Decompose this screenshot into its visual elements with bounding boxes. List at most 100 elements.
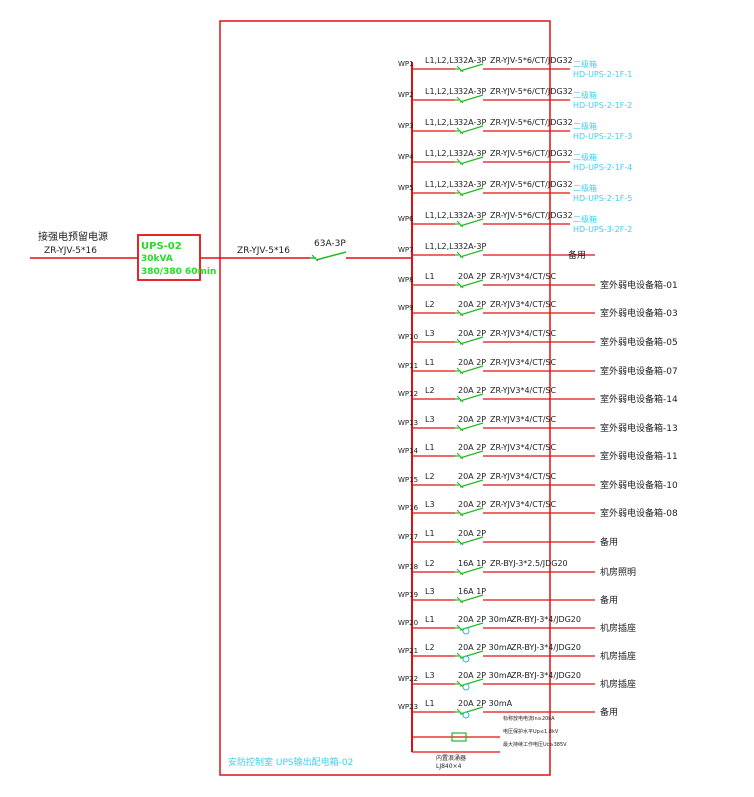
circuit-cable: ZR-YJV-5*6/CT/JDG32	[490, 180, 573, 189]
circuit-cable: ZR-YJV3*4/CT/SC	[490, 358, 556, 367]
circuit-dest: 机房照明	[600, 566, 636, 578]
circuit-id: WP6	[398, 215, 414, 223]
breaker-symbol	[455, 365, 484, 375]
breaker-symbol	[455, 507, 484, 517]
circuit-cable: ZR-YJV3*4/CT/SC	[490, 472, 556, 481]
circuit-dest-type: 二级箱	[573, 90, 597, 100]
circuit-phase: L1,L2,L3	[425, 180, 459, 189]
circuit-breaker-rating: 20A 2P 30mA	[458, 671, 513, 680]
circuit-id: WP4	[398, 153, 414, 161]
circuit-phase: L1,L2,L3	[425, 149, 459, 158]
circuit-breaker-rating: 32A-3P	[458, 87, 486, 96]
circuit-breaker-rating: 20A 2P	[458, 443, 486, 452]
circuit-breaker-rating: 20A 2P	[458, 500, 486, 509]
circuit-id: WP17	[398, 533, 418, 541]
circuit-id: WP21	[398, 647, 418, 655]
circuit-breaker-rating: 20A 2P	[458, 272, 486, 281]
circuit-phase: L3	[425, 415, 435, 424]
circuit-phase: L1	[425, 358, 435, 367]
main-feeder-cable: ZR-YJV-5*16	[237, 246, 290, 256]
circuit-dest-type: 二级箱	[573, 183, 597, 193]
circuit-id: WP5	[398, 184, 414, 192]
breaker-symbol	[455, 536, 484, 546]
breaker-symbol	[455, 94, 484, 104]
circuit-breaker-rating: 16A 1P	[458, 587, 486, 596]
breaker-symbol	[455, 249, 484, 259]
circuit-id: WP2	[398, 91, 414, 99]
circuit-cable: ZR-YJV-5*6/CT/JDG32	[490, 56, 573, 65]
circuit-id: WP18	[398, 563, 418, 571]
circuit-dest: 机房插座	[600, 650, 636, 662]
circuit-phase: L2	[425, 386, 435, 395]
circuit-cable: ZR-YJV-5*6/CT/JDG32	[490, 87, 573, 96]
breaker-symbol	[455, 307, 484, 317]
circuit-cable: ZR-YJV3*4/CT/SC	[490, 300, 556, 309]
breaker-symbol	[455, 566, 484, 576]
circuit-phase: L1,L2,L3	[425, 56, 459, 65]
breaker-symbol	[455, 63, 484, 73]
circuit-phase: L1,L2,L3	[425, 211, 459, 220]
circuit-dest: 备用	[568, 249, 586, 261]
circuit-breaker-rating: 32A-3P	[458, 180, 486, 189]
circuit-id: WP23	[398, 703, 418, 711]
circuit-phase: L1	[425, 529, 435, 538]
spd-group: 内置浪涌器 LJ840×4 标称放电电流In≥20kA 电压保护水平Up≤1.8…	[412, 715, 567, 770]
breaker-symbol	[455, 187, 484, 197]
circuit-id: WP7	[398, 246, 414, 254]
circuit-breaker-rating: 20A 2P 30mA	[458, 699, 513, 708]
circuit-dest-id: HD-UPS-2-1F-4	[573, 163, 632, 172]
circuit-id: WP22	[398, 675, 418, 683]
circuit-dest: 室外弱电设备箱-07	[600, 365, 678, 377]
circuit-dest: 室外弱电设备箱-14	[600, 393, 678, 405]
circuit-breaker-rating: 32A-3P	[458, 118, 486, 127]
circuit-breaker-rating: 20A 2P 30mA	[458, 615, 513, 624]
circuit-breaker-rating: 20A 2P	[458, 415, 486, 424]
circuit-phase: L3	[425, 329, 435, 338]
circuit-dest-type: 二级箱	[573, 152, 597, 162]
circuit-cable: ZR-BYJ-3*4/JDG20	[511, 671, 581, 680]
circuit-id: WP3	[398, 122, 414, 130]
breaker-symbol	[455, 156, 484, 166]
breaker-symbol	[455, 422, 484, 432]
circuit-phase: L3	[425, 671, 435, 680]
circuit-cable: ZR-YJV-5*6/CT/JDG32	[490, 211, 573, 220]
circuit-phase: L2	[425, 559, 435, 568]
circuit-breaker-rating: 32A-3P	[458, 211, 486, 220]
circuit-id: WP16	[398, 504, 419, 512]
breaker-symbol	[455, 594, 484, 604]
circuit-id: WP10	[398, 333, 418, 341]
circuit-phase: L1,L2,L3	[425, 87, 459, 96]
circuit-cable: ZR-YJV3*4/CT/SC	[490, 443, 556, 452]
circuit-dest: 室外弱电设备箱-11	[600, 450, 678, 462]
ups-line3: 380/380 60min	[141, 267, 216, 277]
main-breaker-symbol	[310, 251, 347, 262]
circuit-cable: ZR-YJV3*4/CT/SC	[490, 386, 556, 395]
circuit-dest-type: 二级箱	[573, 59, 597, 69]
circuit-cable: ZR-YJV-5*6/CT/JDG32	[490, 149, 573, 158]
circuit-dest: 机房插座	[600, 678, 636, 690]
source-cable: ZR-YJV-5*16	[44, 246, 97, 256]
circuit-id: WP20	[398, 619, 418, 627]
breaker-symbol	[455, 622, 484, 635]
circuit-phase: L1	[425, 443, 435, 452]
circuit-cable: ZR-YJV3*4/CT/SC	[490, 500, 556, 509]
circuit-cable: ZR-YJV3*4/CT/SC	[490, 329, 556, 338]
circuit-dest: 室外弱电设备箱-05	[600, 336, 678, 348]
circuit-breaker-rating: 20A 2P	[458, 386, 486, 395]
circuit-breaker-rating: 20A 2P 30mA	[458, 643, 513, 652]
circuit-breaker-rating: 20A 2P	[458, 358, 486, 367]
